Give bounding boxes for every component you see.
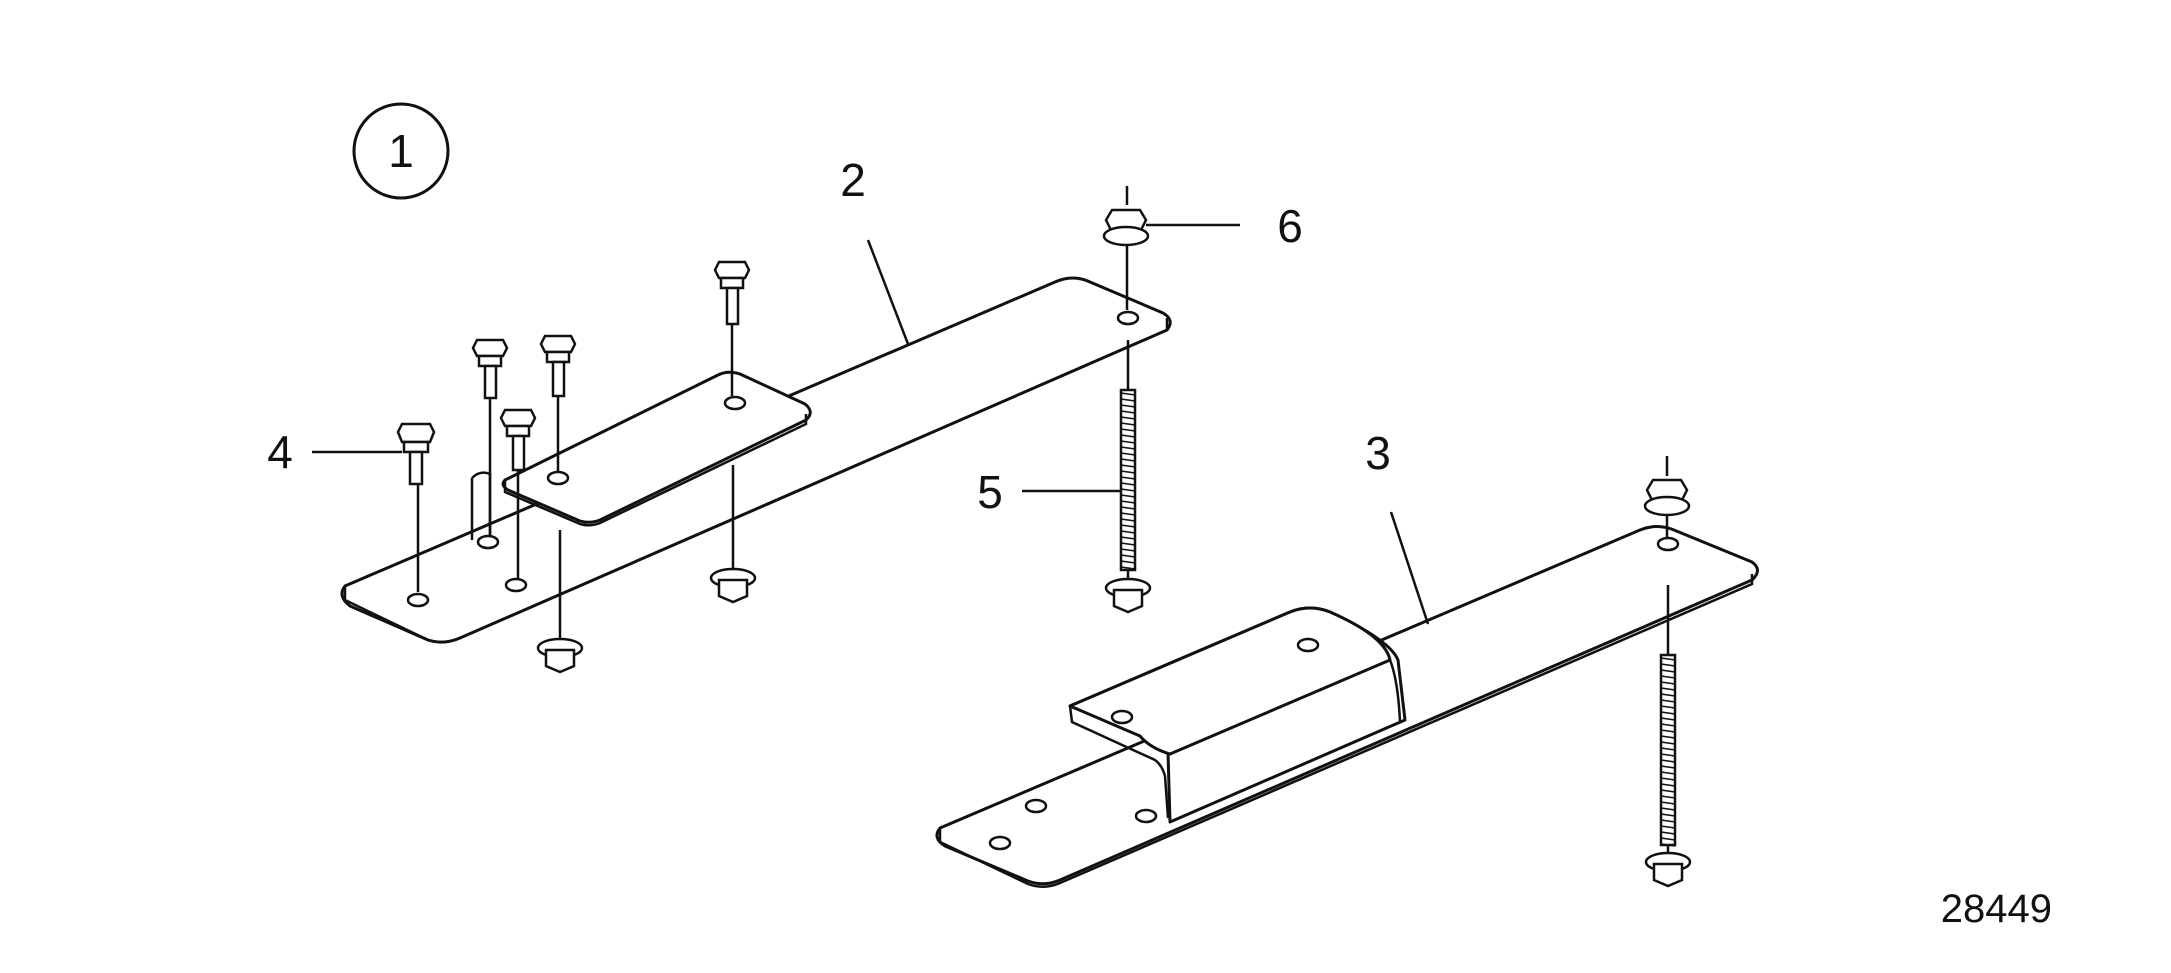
- callout-2-label: 2: [840, 154, 866, 206]
- flange-nut: [536, 637, 584, 674]
- bolt: [539, 334, 577, 472]
- callout-1-circle: [352, 102, 450, 200]
- hole: [1656, 536, 1680, 552]
- flange-nut-top: [1643, 456, 1691, 538]
- callout-3-label: 3: [1365, 427, 1391, 479]
- hole: [504, 577, 528, 593]
- bracket-3-plate-edge: [938, 574, 1754, 888]
- hole: [1296, 637, 1320, 653]
- flange-nut: [709, 567, 757, 604]
- hole: [406, 592, 430, 608]
- hole: [723, 395, 747, 411]
- bolt: [471, 338, 509, 536]
- bracket-2-plate-edge: [343, 318, 1169, 644]
- callout-1-label: 1: [388, 125, 414, 177]
- bracket-2-upper-plate-edge: [503, 414, 808, 527]
- hole: [476, 534, 500, 550]
- hole: [546, 470, 570, 486]
- callout-4-label: 4: [267, 426, 293, 478]
- bracket-2-assembly: [340, 186, 1172, 674]
- callout-6-label: 6: [1277, 200, 1303, 252]
- hole: [988, 835, 1012, 851]
- threaded-stud-5: [1104, 340, 1152, 614]
- callout-1-group: 1: [352, 102, 450, 200]
- hole: [1134, 808, 1158, 824]
- bracket-3-raised-front: [1068, 705, 1170, 819]
- bolt: [499, 408, 537, 578]
- bracket-3-flare: [1388, 659, 1402, 723]
- document-number: 28449: [1941, 887, 2052, 931]
- leader-2: [866, 239, 910, 345]
- bracket-2-plate: [340, 276, 1172, 644]
- bracket-3-assembly: [935, 456, 1759, 888]
- threaded-stud: [1644, 585, 1692, 888]
- hole: [1116, 310, 1140, 326]
- leader-3: [1389, 511, 1430, 625]
- hole: [1024, 798, 1048, 814]
- nut-6: [1102, 186, 1150, 310]
- bolt: [713, 260, 751, 396]
- callout-5-label: 5: [977, 466, 1003, 518]
- bolt-4: [396, 422, 436, 592]
- hole: [1110, 709, 1134, 725]
